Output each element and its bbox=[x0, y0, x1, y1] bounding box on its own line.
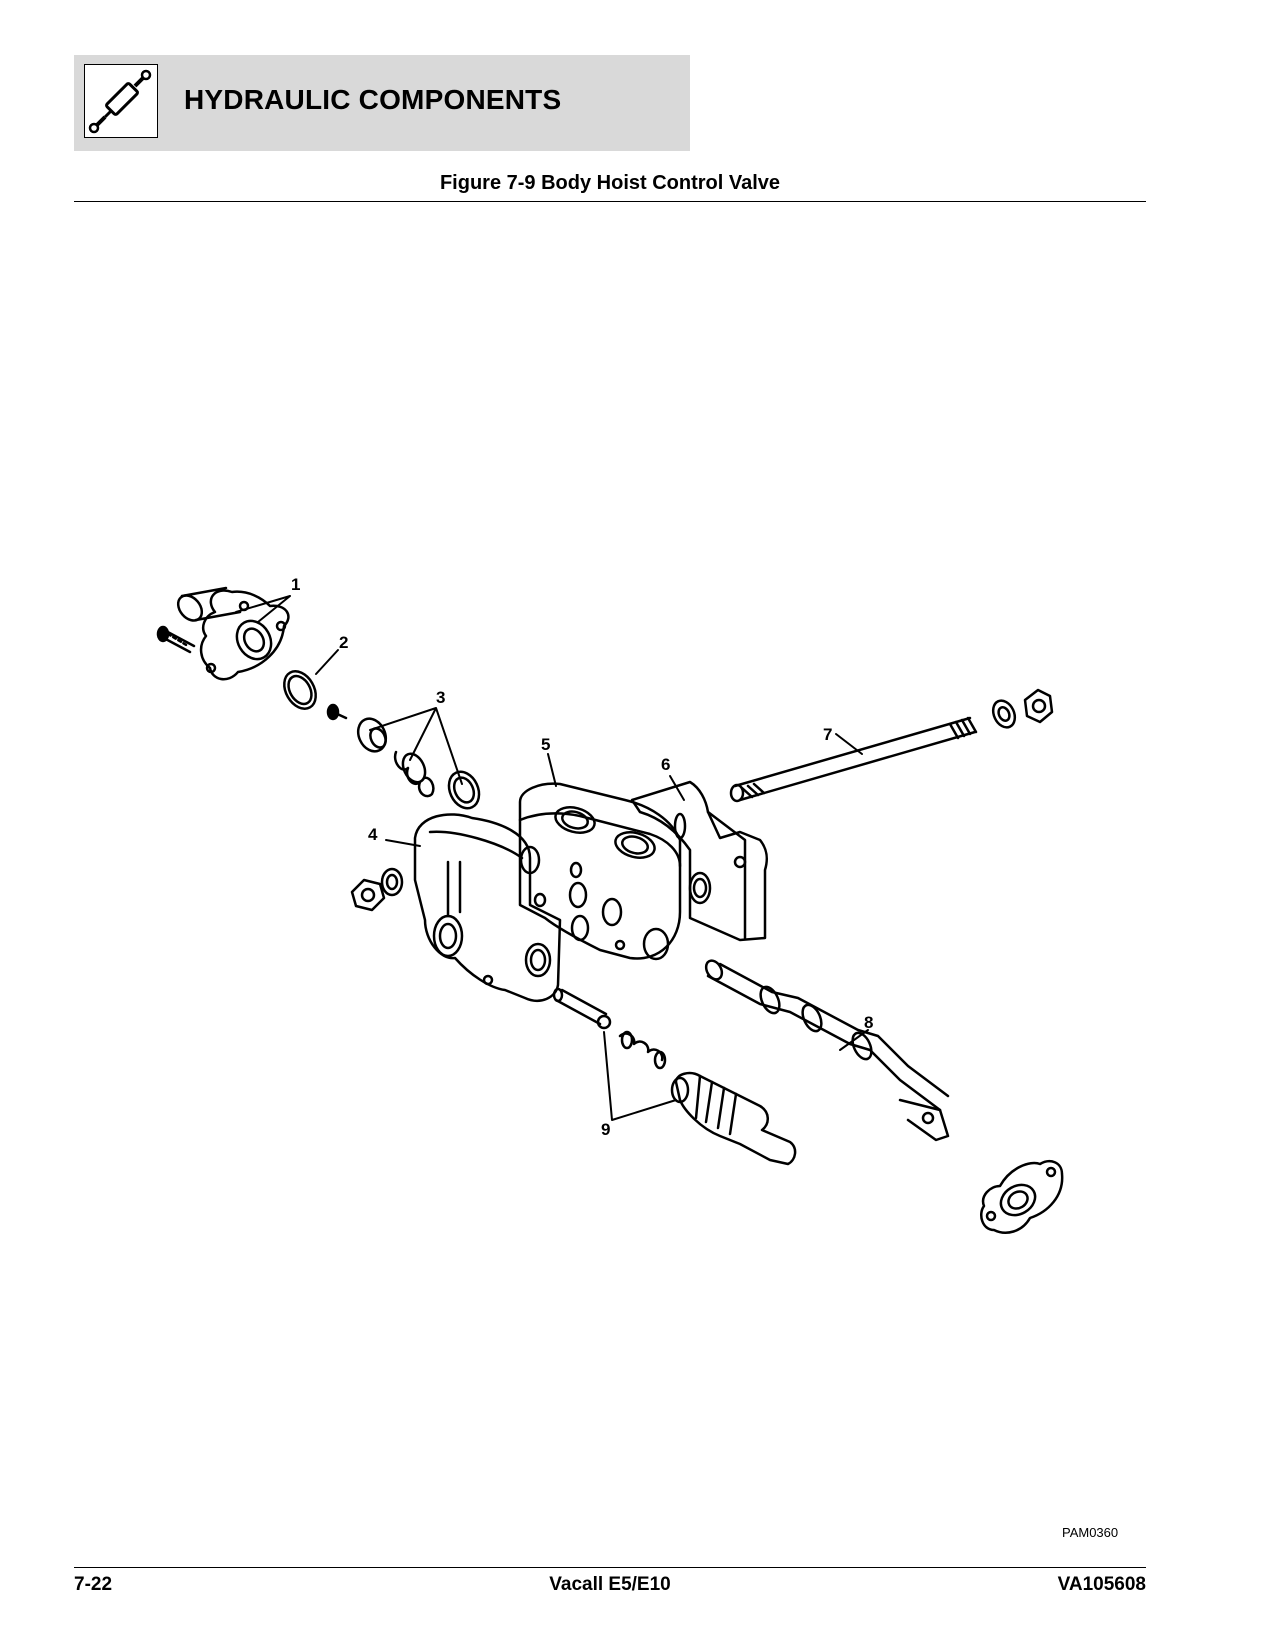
part-end-housing bbox=[413, 813, 562, 1002]
callout-4: 4 bbox=[368, 825, 378, 844]
part-relief-valve bbox=[552, 987, 797, 1166]
callout-9: 9 bbox=[601, 1120, 610, 1139]
callout-7: 7 bbox=[823, 725, 832, 744]
product-name: Vacall E5/E10 bbox=[549, 1574, 671, 1595]
part-bracket bbox=[630, 780, 769, 942]
callout-numbers: 1 2 3 4 5 6 7 8 9 bbox=[291, 575, 873, 1139]
top-divider bbox=[74, 201, 1146, 202]
bottom-divider bbox=[74, 1567, 1146, 1568]
page-number: 7-22 bbox=[74, 1574, 113, 1595]
hydraulic-cylinder-icon bbox=[84, 64, 158, 138]
part-valve-body bbox=[518, 782, 682, 961]
part-spool bbox=[704, 959, 950, 1142]
drawing-id: PAM0360 bbox=[1062, 1525, 1119, 1540]
callout-8: 8 bbox=[864, 1013, 873, 1032]
part-flange-gasket bbox=[980, 1160, 1064, 1234]
figure-title: Figure 7-9 Body Hoist Control Valve bbox=[439, 172, 781, 194]
callout-5: 5 bbox=[541, 735, 550, 754]
section-header-band bbox=[74, 55, 690, 151]
callout-leaders bbox=[235, 595, 869, 1121]
document-number: VA105608 bbox=[1057, 1574, 1146, 1595]
callout-6: 6 bbox=[661, 755, 670, 774]
callout-3: 3 bbox=[436, 688, 445, 707]
part-nut-washer-left bbox=[350, 867, 404, 912]
part-spring-set bbox=[326, 703, 481, 810]
callout-1: 1 bbox=[291, 575, 300, 594]
section-title: HYDRAULIC COMPONENTS bbox=[184, 84, 562, 115]
part-o-ring bbox=[283, 670, 317, 710]
part-tie-rod bbox=[729, 688, 1054, 803]
callout-2: 2 bbox=[339, 633, 348, 652]
part-end-cap bbox=[156, 586, 290, 681]
